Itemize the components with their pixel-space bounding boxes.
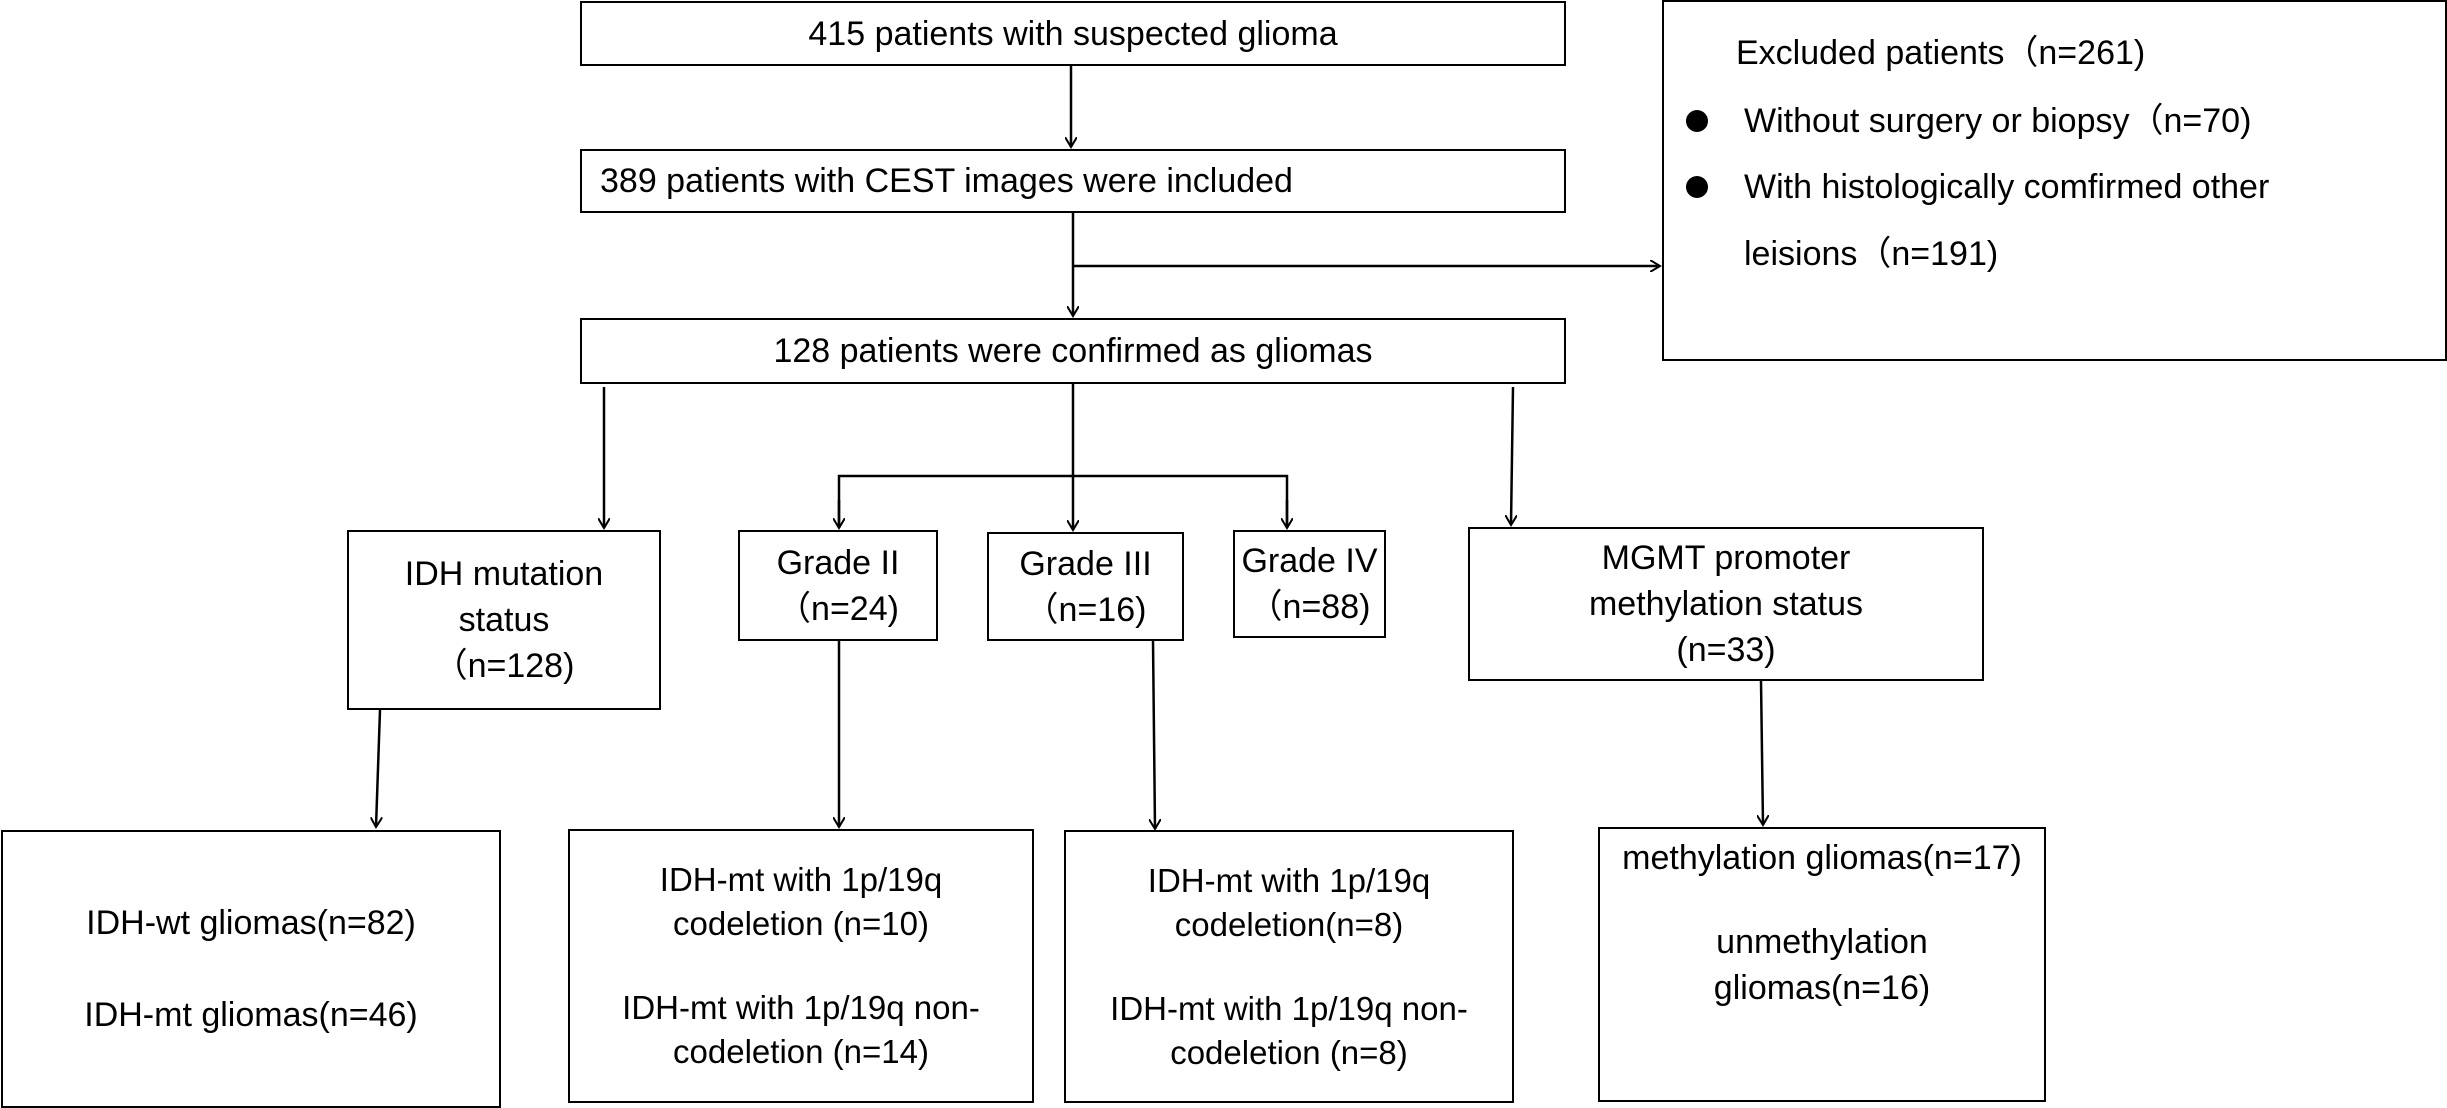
confirmed-gliomas-text: 128 patients were confirmed as gliomas: [773, 332, 1373, 370]
excluded-item-no-surgery: Without surgery or biopsy（n=70): [1744, 102, 2252, 140]
excluded-item-other-lesions-line2: leisions（n=191): [1744, 235, 1999, 273]
cest-included-box: 389 patients with CEST images were inclu…: [580, 149, 1566, 213]
suspected-glioma-text: 415 patients with suspected glioma: [808, 14, 1338, 53]
mgmt-status-line1: MGMT promoter: [1601, 539, 1851, 577]
grade-ii-noncodeletion-line1: IDH-mt with 1p/19q non-: [622, 989, 980, 1026]
arrow-to-mgmt-status: [1511, 386, 1513, 525]
grade-ii-count: （n=24): [777, 589, 899, 628]
unmethylation-line2: gliomas(n=16): [1713, 969, 1931, 1007]
idh-status-line1: IDH mutation: [404, 555, 604, 593]
grade-ii-box: Grade II （n=24): [738, 530, 938, 641]
idh-results-box: IDH-wt gliomas(n=82) IDH-mt gliomas(n=46…: [1, 830, 501, 1108]
mgmt-results-box: methylation gliomas(n=17) unmethylation …: [1598, 827, 2046, 1102]
grade-ii-codeletion-line1: IDH-mt with 1p/19q: [659, 861, 943, 898]
grade-iii-noncodeletion-line2: codeletion (n=8): [1170, 1033, 1408, 1071]
idh-mutation-status-box: IDH mutation status （n=128): [347, 530, 661, 710]
grade-ii-codeletion-line2: codeletion (n=10): [673, 905, 929, 942]
grade-iii-results-box: IDH-mt with 1p/19q codeletion(n=8) IDH-m…: [1064, 830, 1514, 1103]
grade-iii-box: Grade III （n=16): [987, 532, 1184, 641]
excluded-item-other-lesions-line1: With histologically comfirmed other: [1744, 168, 2270, 206]
grade-iii-codeletion-line2: codeletion(n=8): [1174, 905, 1404, 943]
cest-included-text: 389 patients with CEST images were inclu…: [600, 162, 1293, 200]
excluded-patients-box: Excluded patients（n=261) Without surgery…: [1662, 0, 2447, 361]
bullet-icon: [1686, 176, 1708, 198]
arrow-idh-to-results: [376, 709, 380, 827]
grade-iv-count: （n=88): [1248, 588, 1371, 626]
confirmed-gliomas-box: 128 patients were confirmed as gliomas: [580, 318, 1566, 384]
suspected-glioma-box: 415 patients with suspected glioma: [580, 1, 1566, 66]
branch-bar-grades: [837, 474, 1289, 528]
idh-wt-result: IDH-wt gliomas(n=82): [86, 904, 416, 942]
grade-iii-label: Grade III: [1019, 544, 1152, 583]
unmethylation-line1: unmethylation: [1716, 923, 1928, 961]
mgmt-status-count: (n=33): [1676, 631, 1776, 669]
arrow-mgmt-to-results: [1761, 680, 1763, 825]
idh-mt-result: IDH-mt gliomas(n=46): [84, 996, 418, 1034]
idh-status-line2: status: [458, 601, 550, 639]
grade-ii-results-box: IDH-mt with 1p/19q codeletion (n=10) IDH…: [568, 829, 1034, 1103]
grade-iii-noncodeletion-line1: IDH-mt with 1p/19q non-: [1110, 989, 1468, 1027]
mgmt-methylation-status-box: MGMT promoter methylation status (n=33): [1468, 527, 1984, 681]
excluded-title: Excluded patients（n=261): [1736, 34, 2146, 72]
grade-iv-label: Grade IV: [1241, 542, 1378, 580]
grade-ii-noncodeletion-line2: codeletion (n=14): [673, 1033, 929, 1070]
idh-status-count: （n=128): [433, 647, 575, 685]
grade-ii-label: Grade II: [776, 543, 900, 582]
grade-iii-codeletion-line1: IDH-mt with 1p/19q: [1147, 861, 1431, 899]
bullet-icon: [1686, 110, 1708, 132]
arrow-grade3-to-results: [1153, 640, 1155, 829]
grade-iv-box: Grade IV （n=88): [1233, 530, 1386, 638]
methylation-gliomas-result: methylation gliomas(n=17): [1622, 839, 2022, 877]
grade-iii-count: （n=16): [1024, 590, 1147, 629]
mgmt-status-line2: methylation status: [1588, 585, 1864, 623]
